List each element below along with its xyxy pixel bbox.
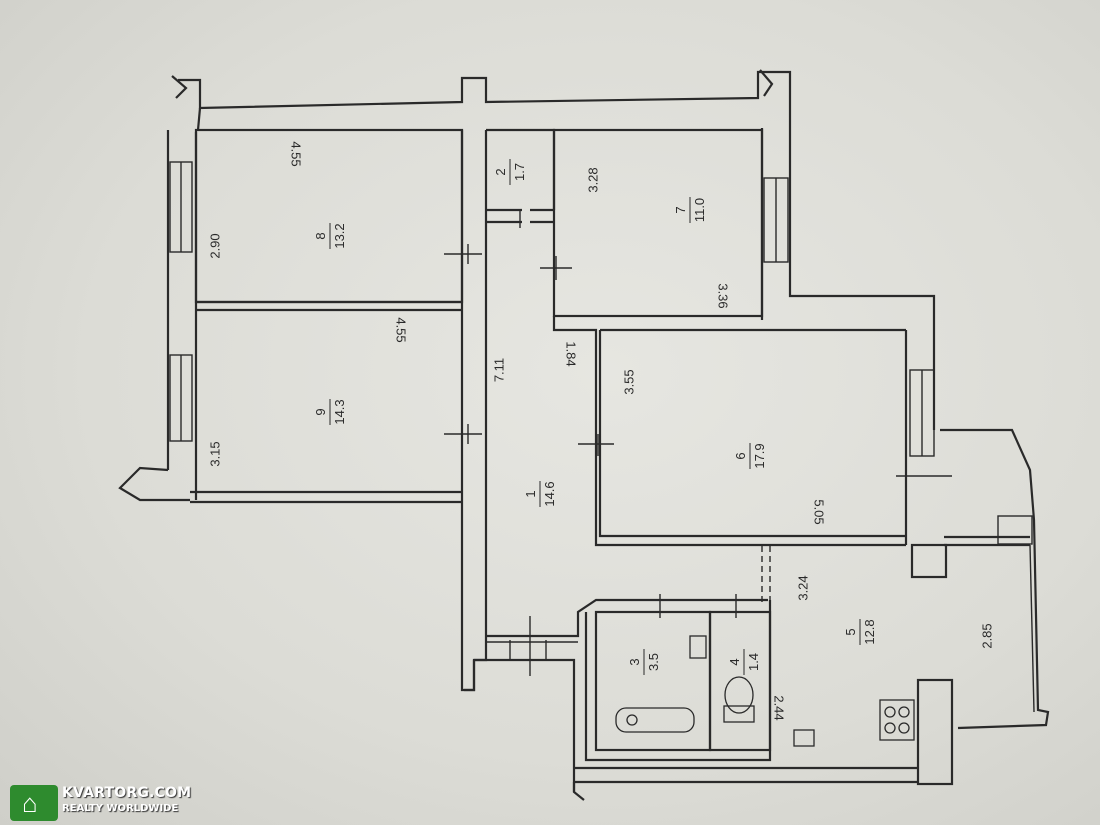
bathtub-icon: [615, 707, 695, 733]
room-6-area: 17.9: [752, 443, 767, 468]
watermark: ⌂ KVARTORG.COM REALTY WORLDWIDE: [4, 783, 191, 823]
dimension-corridor-width: 1.84: [564, 341, 579, 366]
kitchen-sink-icon: [793, 729, 815, 747]
dimension-room9-width: 3.15: [207, 441, 222, 466]
dimension-room7-width: 3.28: [585, 167, 600, 192]
dimension-room9-length: 4.55: [394, 317, 409, 342]
dimension-corridor-length: 7.11: [491, 358, 506, 382]
dimension-room6-width: 3.55: [621, 369, 636, 394]
dimension-room8-length: 4.55: [289, 141, 304, 166]
interior-walls: [194, 128, 906, 792]
room-1-area: 14.6: [542, 481, 557, 506]
room-5-area: 12.8: [862, 619, 877, 644]
room-6-number: 6: [733, 452, 748, 459]
stove-icon: [879, 699, 915, 741]
sink-icon: [689, 635, 707, 659]
toilet-icon: [724, 676, 754, 714]
watermark-logo: ⌂: [10, 785, 58, 821]
room-2-area: 1.7: [512, 163, 527, 181]
room-5-number: 5: [843, 628, 858, 635]
door-marks: [444, 210, 952, 676]
room-7-area: 11.0: [692, 198, 707, 222]
watermark-name: KVARTORG.COM: [62, 785, 192, 801]
dimension-room8-width: 2.90: [207, 233, 222, 258]
room-2-number: 2: [493, 168, 508, 175]
house-icon: ⌂: [22, 788, 38, 818]
room-1-number: 1: [523, 490, 538, 497]
watermark-tagline: REALTY WORLDWIDE: [62, 803, 179, 814]
dimension-kitchen-width: 3.24: [795, 575, 810, 600]
dimension-room7-length: 3.36: [716, 283, 731, 308]
room-3-number: 3: [627, 658, 642, 665]
room-7-number: 7: [673, 206, 688, 213]
room-3-area: 3.5: [646, 653, 661, 671]
dimension-kitchen-length: 2.85: [979, 623, 994, 648]
room-9-number: 9: [313, 408, 328, 415]
room-4-number: 4: [727, 658, 742, 665]
room-9-area: 14.3: [332, 399, 347, 424]
fixtures: [615, 635, 915, 747]
room-8-area: 13.2: [332, 223, 347, 248]
room-8-number: 8: [313, 232, 328, 239]
outer-walls: [118, 69, 1050, 801]
dimension-room6-length: 5.05: [812, 499, 827, 524]
room-4-area: 1.4: [746, 653, 761, 671]
dimension-kitchen-depth: 2.44: [772, 695, 787, 720]
